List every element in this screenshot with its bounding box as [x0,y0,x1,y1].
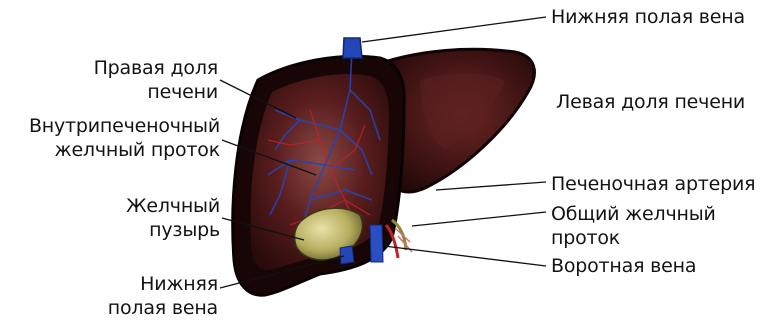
label-left-lobe: Левая доля печени [556,90,745,114]
label-common-bile-duct: Общий желчный проток [551,202,716,250]
label-gallbladder: Желчный пузырь [90,194,220,242]
ivc-top-vessel [343,38,362,58]
label-ivc-bottom: Нижняя полая вена [90,272,218,320]
label-right-lobe: Правая доля печени [70,56,218,104]
ivc-bottom-vessel [340,246,354,264]
label-portal-vein: Воротная вена [551,254,696,278]
label-hepatic-artery: Печеночная артерия [551,172,755,196]
portal-vein-vessel [370,225,383,262]
label-intrahepatic-duct: Внутрипеченочный желчный проток [20,114,220,162]
label-ivc-top: Нижняя полая вена [551,5,745,29]
